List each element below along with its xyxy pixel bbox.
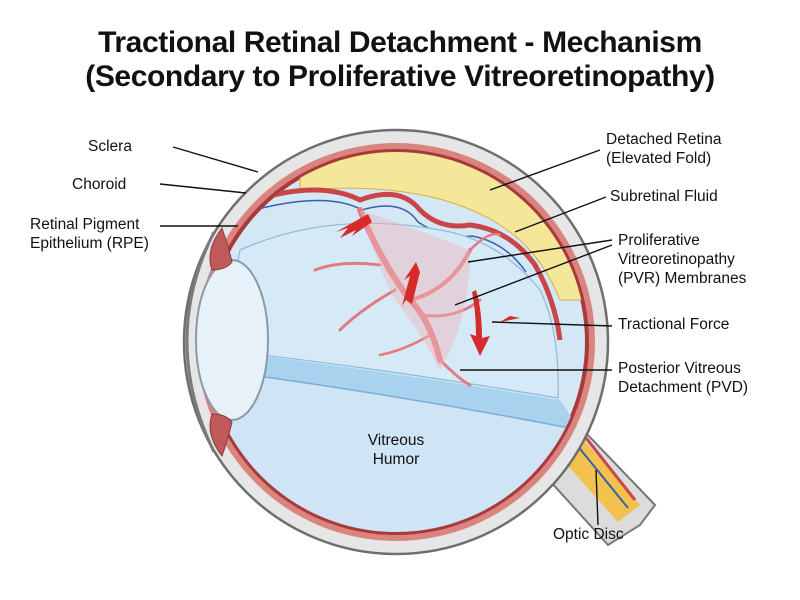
label-pvr-line1: Proliferative <box>618 232 700 249</box>
label-detached-retina-line2: (Elevated Fold) <box>606 150 712 167</box>
label-choroid: Choroid <box>72 176 127 193</box>
label-pvd-line2: Detachment (PVD) <box>618 379 749 396</box>
label-tractional-force: Tractional Force <box>618 316 730 333</box>
label-vitreous-line1: Vitreous <box>367 432 425 449</box>
iris-lower <box>209 413 233 458</box>
lens <box>195 259 269 421</box>
tractional-force-arrow-main <box>500 316 520 322</box>
title-line-2: (Secondary to Proliferative Vitreoretino… <box>85 60 715 93</box>
label-subretinal-fluid: Subretinal Fluid <box>610 188 718 205</box>
label-rpe-line2: Epithelium (RPE) <box>30 235 149 252</box>
page-title: Tractional Retinal Detachment - Mechanis… <box>0 26 800 94</box>
detached-retina-fold <box>254 187 563 341</box>
label-rpe-line1: Retinal Pigment <box>30 216 140 233</box>
label-optic-disc: Optic Disc <box>553 526 624 543</box>
cornea <box>185 231 216 453</box>
label-detached-retina-line1: Detached Retina <box>606 131 722 148</box>
label-sclera: Sclera <box>88 138 132 155</box>
label-pvr-line2: Vitreoretinopathy <box>618 251 735 268</box>
tractional-force-arrows <box>336 214 490 356</box>
label-pvr-line3: (PVR) Membranes <box>618 270 747 287</box>
iris-upper <box>209 226 233 271</box>
leader-lines <box>159 146 613 526</box>
pvd-gel-band <box>215 350 580 430</box>
label-pvd-line1: Posterior Vitreous <box>618 360 741 377</box>
label-vitreous-line2: Humor <box>372 451 420 468</box>
title-line-1: Tractional Retinal Detachment - Mechanis… <box>98 26 702 59</box>
